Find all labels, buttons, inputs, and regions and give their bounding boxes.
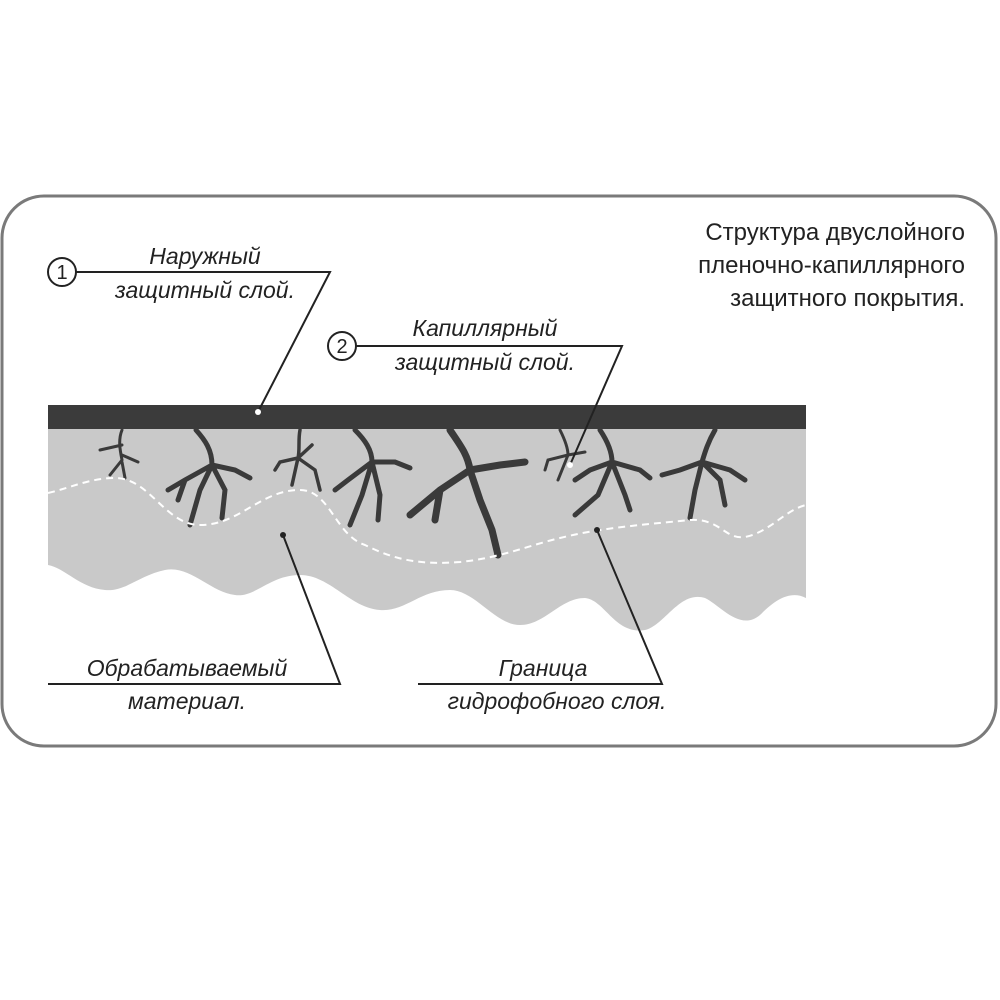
callout-label-line-1: Обрабатываемый [87,655,288,681]
callout-capillary-layer: 2 Капиллярный защитный слой. [327,315,624,468]
callout-label-line-2: защитный слой. [394,349,575,375]
callout-number: 2 [336,336,347,358]
capillary-roots [98,426,748,559]
callout-label-line-2: материал. [128,688,246,714]
diagram-title: Структура двуслойного пленочно-капиллярн… [698,219,965,312]
leader-dot [255,409,261,415]
callout-label-line-2: защитный слой. [114,277,295,303]
title-line-1: Структура двуслойного [705,219,965,246]
callout-label-line-1: Капиллярный [413,315,558,341]
callout-label-line-2: гидрофобного слоя. [448,688,667,714]
leader-line [48,534,342,685]
callout-label-line-1: Граница [499,655,588,681]
leader-dot [594,527,600,533]
leader-line [76,271,332,413]
callout-number: 1 [56,262,67,284]
callout-label-line-1: Наружный [149,243,261,269]
leader-line [418,529,664,685]
leader-line [356,345,624,466]
callout-treated-material: Обрабатываемый материал. [48,532,342,714]
callout-outer-layer: 1 Наружный защитный слой. [47,243,332,415]
outer-protective-layer [48,405,806,429]
title-line-2: пленочно-капиллярного [698,252,965,279]
leader-dot [567,462,573,468]
callout-hydrophobic-boundary: Граница гидрофобного слоя. [418,527,666,714]
title-line-3: защитного покрытия. [730,285,965,312]
leader-dot [280,532,286,538]
